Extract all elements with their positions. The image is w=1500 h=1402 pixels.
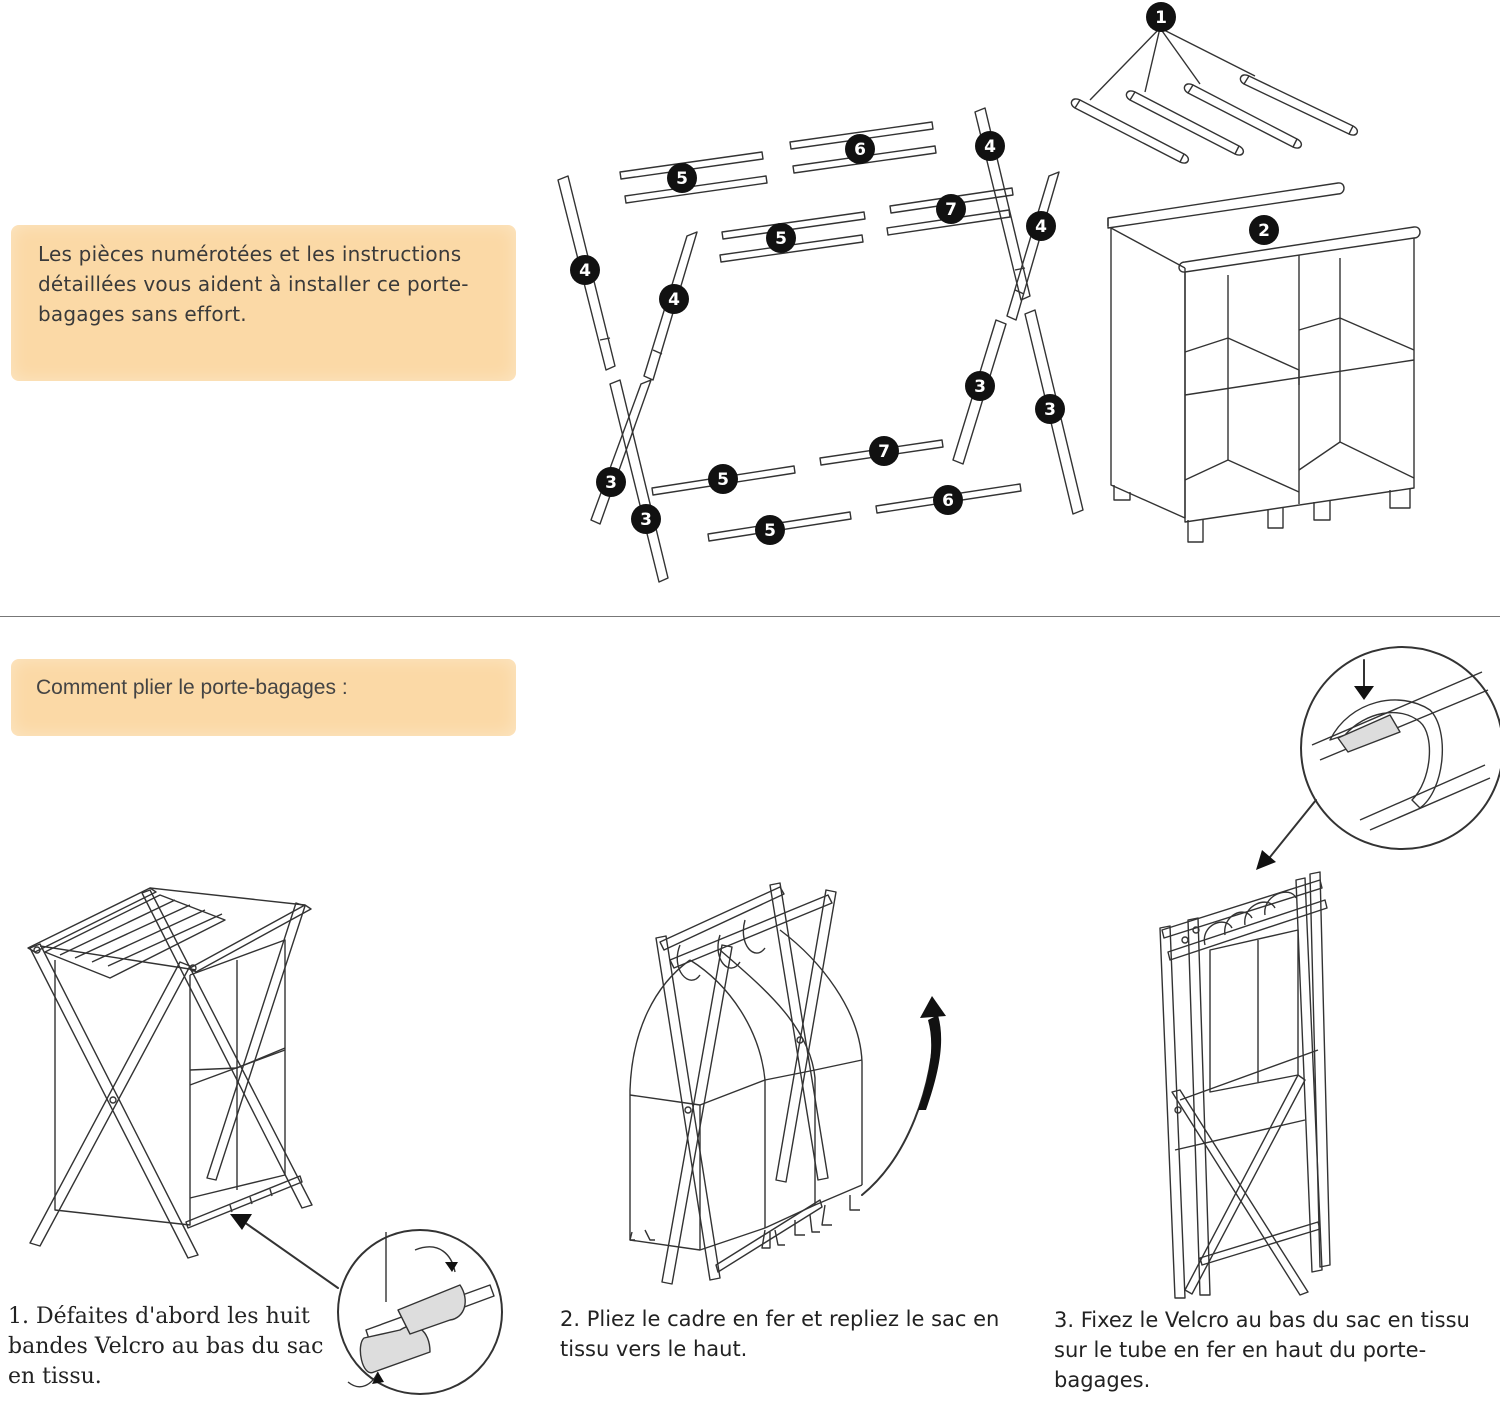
badge-4b: 4: [659, 284, 689, 314]
badge-3d: 3: [1035, 394, 1065, 424]
svg-text:3: 3: [1044, 400, 1056, 420]
badge-4c: 4: [975, 131, 1005, 161]
svg-text:5: 5: [717, 470, 729, 490]
badge-3a: 3: [596, 467, 626, 497]
svg-text:5: 5: [775, 229, 787, 249]
section-divider: [0, 616, 1500, 617]
instructions-note-text: Les pièces numérotées et les instruction…: [38, 242, 469, 326]
badge-3c: 3: [965, 371, 995, 401]
step-3-caption: 3. Fixez le Velcro au bas du sac en tiss…: [1054, 1308, 1470, 1392]
badge-5c: 5: [708, 464, 738, 494]
badge-4d: 4: [1026, 211, 1056, 241]
svg-text:6: 6: [854, 140, 866, 160]
badge-7b: 7: [869, 436, 899, 466]
fabric-bag-part: [1107, 182, 1421, 543]
svg-text:7: 7: [945, 200, 957, 220]
svg-text:1: 1: [1155, 8, 1167, 28]
folding-note: Comment plier le porte-bagages :: [11, 659, 516, 736]
straps-part: [1070, 27, 1359, 164]
svg-text:4: 4: [579, 261, 591, 281]
parts-diagram: 1 2 3 3 3 3 4 4 4 4 5 5 5 5 6 6 7 7: [557, 2, 1421, 583]
svg-text:2: 2: [1258, 221, 1270, 241]
rods-parts: [619, 121, 1022, 542]
step2-illustration: [629, 882, 946, 1285]
svg-text:4: 4: [1035, 217, 1047, 237]
part-badges: 1 2 3 3 3 3 4 4 4 4 5 5 5 5 6 6 7 7: [570, 2, 1279, 545]
svg-text:3: 3: [605, 473, 617, 493]
badge-5d: 5: [755, 515, 785, 545]
step1-illustration: [27, 887, 503, 1395]
svg-text:5: 5: [676, 169, 688, 189]
svg-text:6: 6: [942, 491, 954, 511]
svg-text:3: 3: [974, 377, 986, 397]
step3-illustration: [1159, 646, 1500, 1299]
folding-note-text: Comment plier le porte-bagages :: [36, 676, 348, 699]
badge-5b: 5: [766, 223, 796, 253]
badge-5a: 5: [667, 163, 697, 193]
svg-text:4: 4: [668, 290, 680, 310]
badge-4a: 4: [570, 255, 600, 285]
badge-6a: 6: [845, 134, 875, 164]
svg-text:5: 5: [764, 521, 776, 541]
badge-6b: 6: [933, 485, 963, 515]
svg-text:4: 4: [984, 137, 996, 157]
badge-1: 1: [1146, 2, 1176, 32]
badge-2: 2: [1249, 215, 1279, 245]
badge-3b: 3: [631, 504, 661, 534]
instructions-note: Les pièces numérotées et les instruction…: [11, 225, 516, 381]
svg-text:3: 3: [640, 510, 652, 530]
badge-7a: 7: [936, 194, 966, 224]
step-2-caption: 2. Pliez le cadre en fer et repliez le s…: [560, 1307, 1000, 1361]
step-1-caption: 1. Défaites d'abord les huit bandes Velc…: [8, 1304, 324, 1389]
svg-text:7: 7: [878, 442, 890, 462]
